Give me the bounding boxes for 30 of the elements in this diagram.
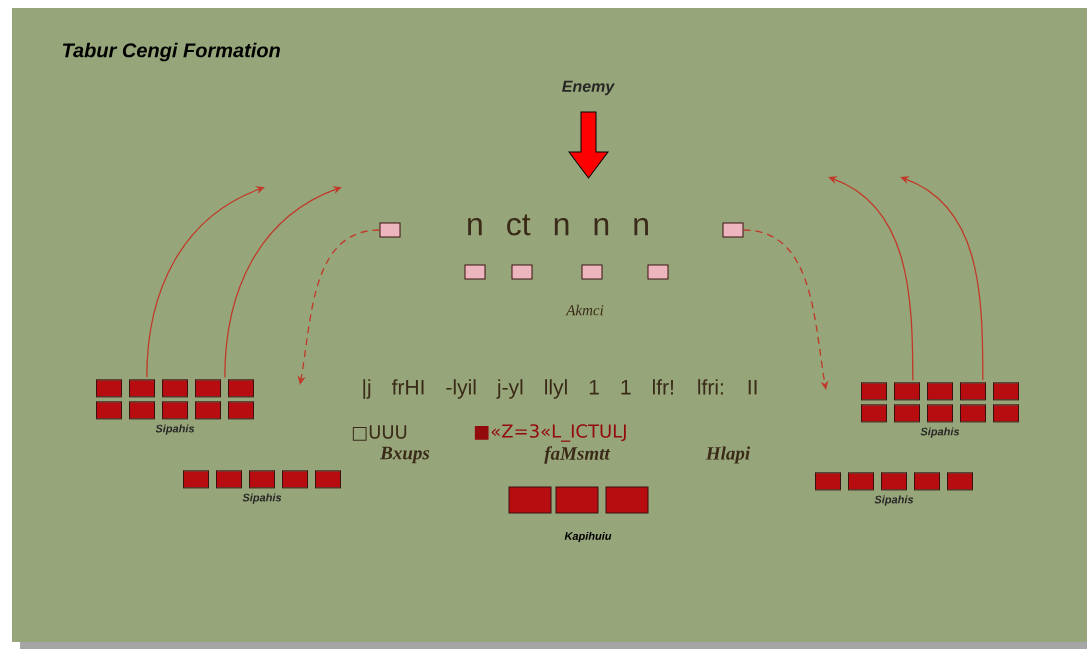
unit-label: Hlapi [705,446,751,464]
row-label: □UUU [352,425,407,441]
enemy-label: Enemy [562,80,615,96]
arrow [828,176,914,381]
node-label: Sipahis [242,493,282,504]
node-label: Sipahis [155,424,195,435]
title: Tabur Cengi Formation [62,42,280,62]
line-label: n ct n n n [468,214,648,236]
unit-block [581,264,603,280]
unit-block [379,222,401,238]
unit-block [647,264,669,280]
unit-label: Kapihuiu [564,531,612,543]
cavalry-group: Sipahis [95,379,255,435]
unit-label: faMsmtt [544,446,611,464]
arrow [224,186,342,378]
cavalry-group: Sipahis [182,470,342,504]
row-label: ■«Z=3«L_ICTULJ [474,424,626,442]
unit-block [464,264,486,280]
node-label: Sipahis [920,427,960,438]
arrow [742,229,829,390]
unit-block [722,222,744,238]
cavalry-group: Sipahis [814,472,974,506]
arrow [900,176,984,381]
node-label: Sipahis [874,495,914,506]
unit-label: Bxups [380,446,430,464]
arrow [146,186,265,378]
unit-label: Akmci [565,304,604,316]
cavalry-group: Sipahis [860,382,1020,438]
line-label: |j frHI -lyil j-yl llyl 1 1 lfr! lfri: II [363,379,757,399]
unit-block [511,264,533,280]
